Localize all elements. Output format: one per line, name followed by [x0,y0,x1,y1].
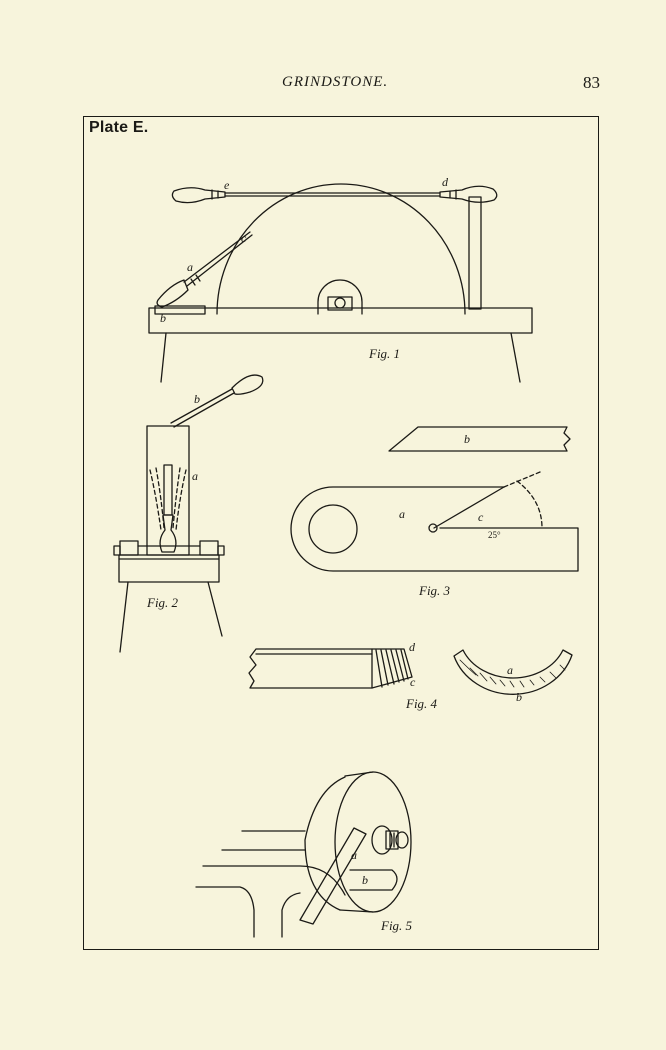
fig1-bearing [317,279,363,315]
fig2-tool-shaft [170,388,233,424]
fig3-blade-c [433,486,505,529]
fig3-caption: Fig. 3 [418,583,451,598]
fig2-tool-handle-top [231,374,264,395]
fig5-slot-b [349,869,398,891]
plate-frame: Plate E. [83,116,599,950]
fig1-letter-b: b [160,311,166,325]
fig1-bench-leg-right [510,332,521,383]
fig1-tool-shaft [183,231,251,283]
fig5-frame-left [195,886,255,938]
plate-label: Plate E. [89,119,149,136]
fig2-letter-a: a [192,469,198,483]
fig5-wheel-back [304,776,346,911]
fig2-bearing-left [119,540,139,556]
fig1-handle-d [439,185,498,203]
fig5-frame-top [202,865,346,896]
fig3-hole [308,504,358,554]
fig1-bench-top [148,307,533,334]
fig3-slab-b [388,426,571,452]
fig3-angle-arc [516,480,543,529]
fig5-washer [371,825,393,855]
fig4-letter-d: d [409,640,416,654]
fig5-tool-a [299,827,367,925]
fig5-frame-right [281,892,301,938]
fig1-tool-handle [156,279,189,308]
fig1-axle [334,297,346,309]
fig1-grindstone [216,183,466,315]
fig4-letter-a: a [507,663,513,677]
fig4-letter-b: b [516,690,522,704]
fig3-angle-label: 25° [488,530,501,540]
figure-5 [195,771,412,938]
fig3-letter-a: a [399,507,405,521]
fig3-letter-c: c [478,510,484,524]
figure-2 [113,374,264,653]
fig2-caption: Fig. 2 [146,595,179,610]
running-title: GRINDSTONE. [282,74,389,90]
fig5-letter-b: b [362,873,368,887]
fig4-letter-c: c [410,675,416,689]
fig1-handle-e [171,187,226,204]
fig4-caption: Fig. 4 [405,696,438,711]
fig1-letter-e: e [224,178,230,192]
fig1-letter-d: d [442,175,449,189]
fig2-leg-left [119,581,129,653]
fig1-bench-leg-left [160,332,167,383]
fig3-letter-b: b [464,432,470,446]
fig4-curved-piece [453,649,573,695]
fig1-letter-c: c [241,231,247,245]
fig1-rest-block [154,305,206,315]
fig1-caption: Fig. 1 [368,346,400,361]
fig2-stone [146,425,190,556]
page-number: 83 [583,73,600,92]
figure-4 [248,648,573,695]
fig3-pivot [428,523,438,533]
fig4-bar [248,648,413,689]
fig3-part-a [290,486,579,572]
fig2-bearing-right [199,540,219,556]
fig2-leg-right [207,581,223,637]
figure-3 [290,426,579,572]
fig5-caption: Fig. 5 [380,918,413,933]
figure-1 [148,183,533,383]
fig2-tool-blade [163,464,173,516]
fig1-upright-post [468,196,482,310]
fig5-letter-a: a [351,848,357,862]
fig2-tool-handle [159,514,177,553]
fig2-letter-b: b [194,392,200,406]
running-head: GRINDSTONE. 83 [0,73,666,96]
fig1-letter-a: a [187,260,193,274]
fig5-nut [385,830,399,850]
